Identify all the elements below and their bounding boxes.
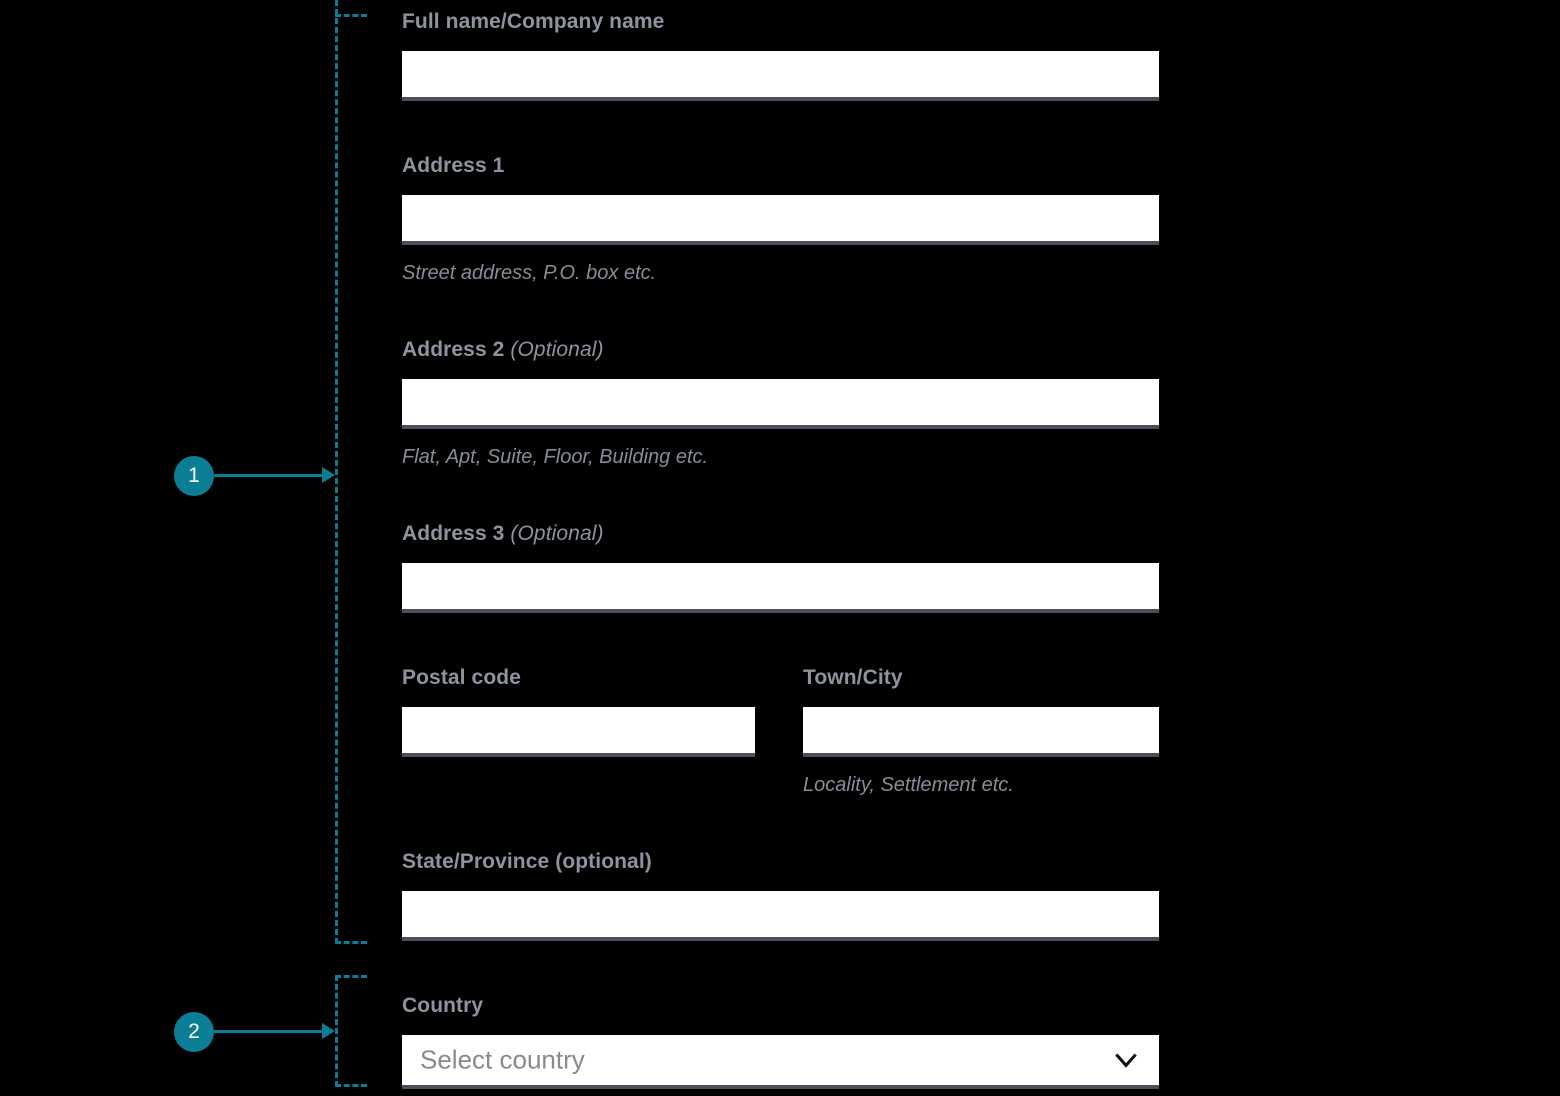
label-address-3: Address 3 (Optional) xyxy=(402,522,1159,546)
label-address-2-text: Address 2 xyxy=(402,338,505,361)
hint-town-city: Locality, Settlement etc. xyxy=(803,774,1014,796)
field-postal-code: Postal code xyxy=(402,666,755,757)
field-address-1: Address 1 Street address, P.O. box etc. xyxy=(402,154,1159,285)
annotation-marker-2[interactable]: 2 xyxy=(174,1012,214,1052)
hint-address-2: Flat, Apt, Suite, Floor, Building etc. xyxy=(402,446,709,468)
label-address-2-optional: (Optional) xyxy=(510,338,604,361)
address-group-dashed-top-stub xyxy=(335,14,367,17)
input-address-1[interactable] xyxy=(402,195,1159,245)
field-country: Country Select country xyxy=(402,994,1159,1089)
annotation-arrowhead-2 xyxy=(322,1023,335,1039)
label-full-name: Full name/Company name xyxy=(402,10,665,33)
country-group-dashed-bottom-stub xyxy=(335,1084,367,1087)
label-state-province: State/Province (optional) xyxy=(402,850,652,873)
annotation-leader-line-1 xyxy=(214,474,324,477)
field-state-province: State/Province (optional) xyxy=(402,850,1159,941)
chevron-down-icon[interactable] xyxy=(1113,1047,1139,1073)
input-full-name[interactable] xyxy=(402,51,1159,101)
annotation-arrowhead-1 xyxy=(322,467,335,483)
label-country: Country xyxy=(402,994,484,1017)
input-state-province[interactable] xyxy=(402,891,1159,941)
address-group-dashed-bottom-stub xyxy=(335,941,367,944)
field-town-city: Town/City Locality, Settlement etc. xyxy=(803,666,1159,797)
input-postal-code[interactable] xyxy=(402,707,755,757)
label-address-2: Address 2 (Optional) xyxy=(402,338,1159,362)
hint-address-1: Street address, P.O. box etc. xyxy=(402,262,657,284)
label-postal-code: Postal code xyxy=(402,666,521,689)
annotation-leader-line-2 xyxy=(214,1030,324,1033)
label-address-1: Address 1 xyxy=(402,154,505,177)
input-address-3[interactable] xyxy=(402,563,1159,613)
input-town-city[interactable] xyxy=(803,707,1159,757)
select-country[interactable]: Select country xyxy=(402,1035,1159,1089)
label-town-city: Town/City xyxy=(803,666,903,689)
label-address-3-text: Address 3 xyxy=(402,522,505,545)
address-group-dashed-left-edge xyxy=(335,0,338,944)
input-address-2[interactable] xyxy=(402,379,1159,429)
country-group-dashed-top-stub xyxy=(335,975,367,978)
field-address-3: Address 3 (Optional) xyxy=(402,522,1159,613)
field-full-name: Full name/Company name xyxy=(402,10,1159,101)
country-group-dashed-left-edge xyxy=(335,975,338,1087)
field-address-2: Address 2 (Optional) Flat, Apt, Suite, F… xyxy=(402,338,1159,469)
annotation-marker-1[interactable]: 1 xyxy=(174,456,214,496)
label-address-3-optional: (Optional) xyxy=(510,522,604,545)
select-country-value: Select country xyxy=(420,1044,585,1075)
